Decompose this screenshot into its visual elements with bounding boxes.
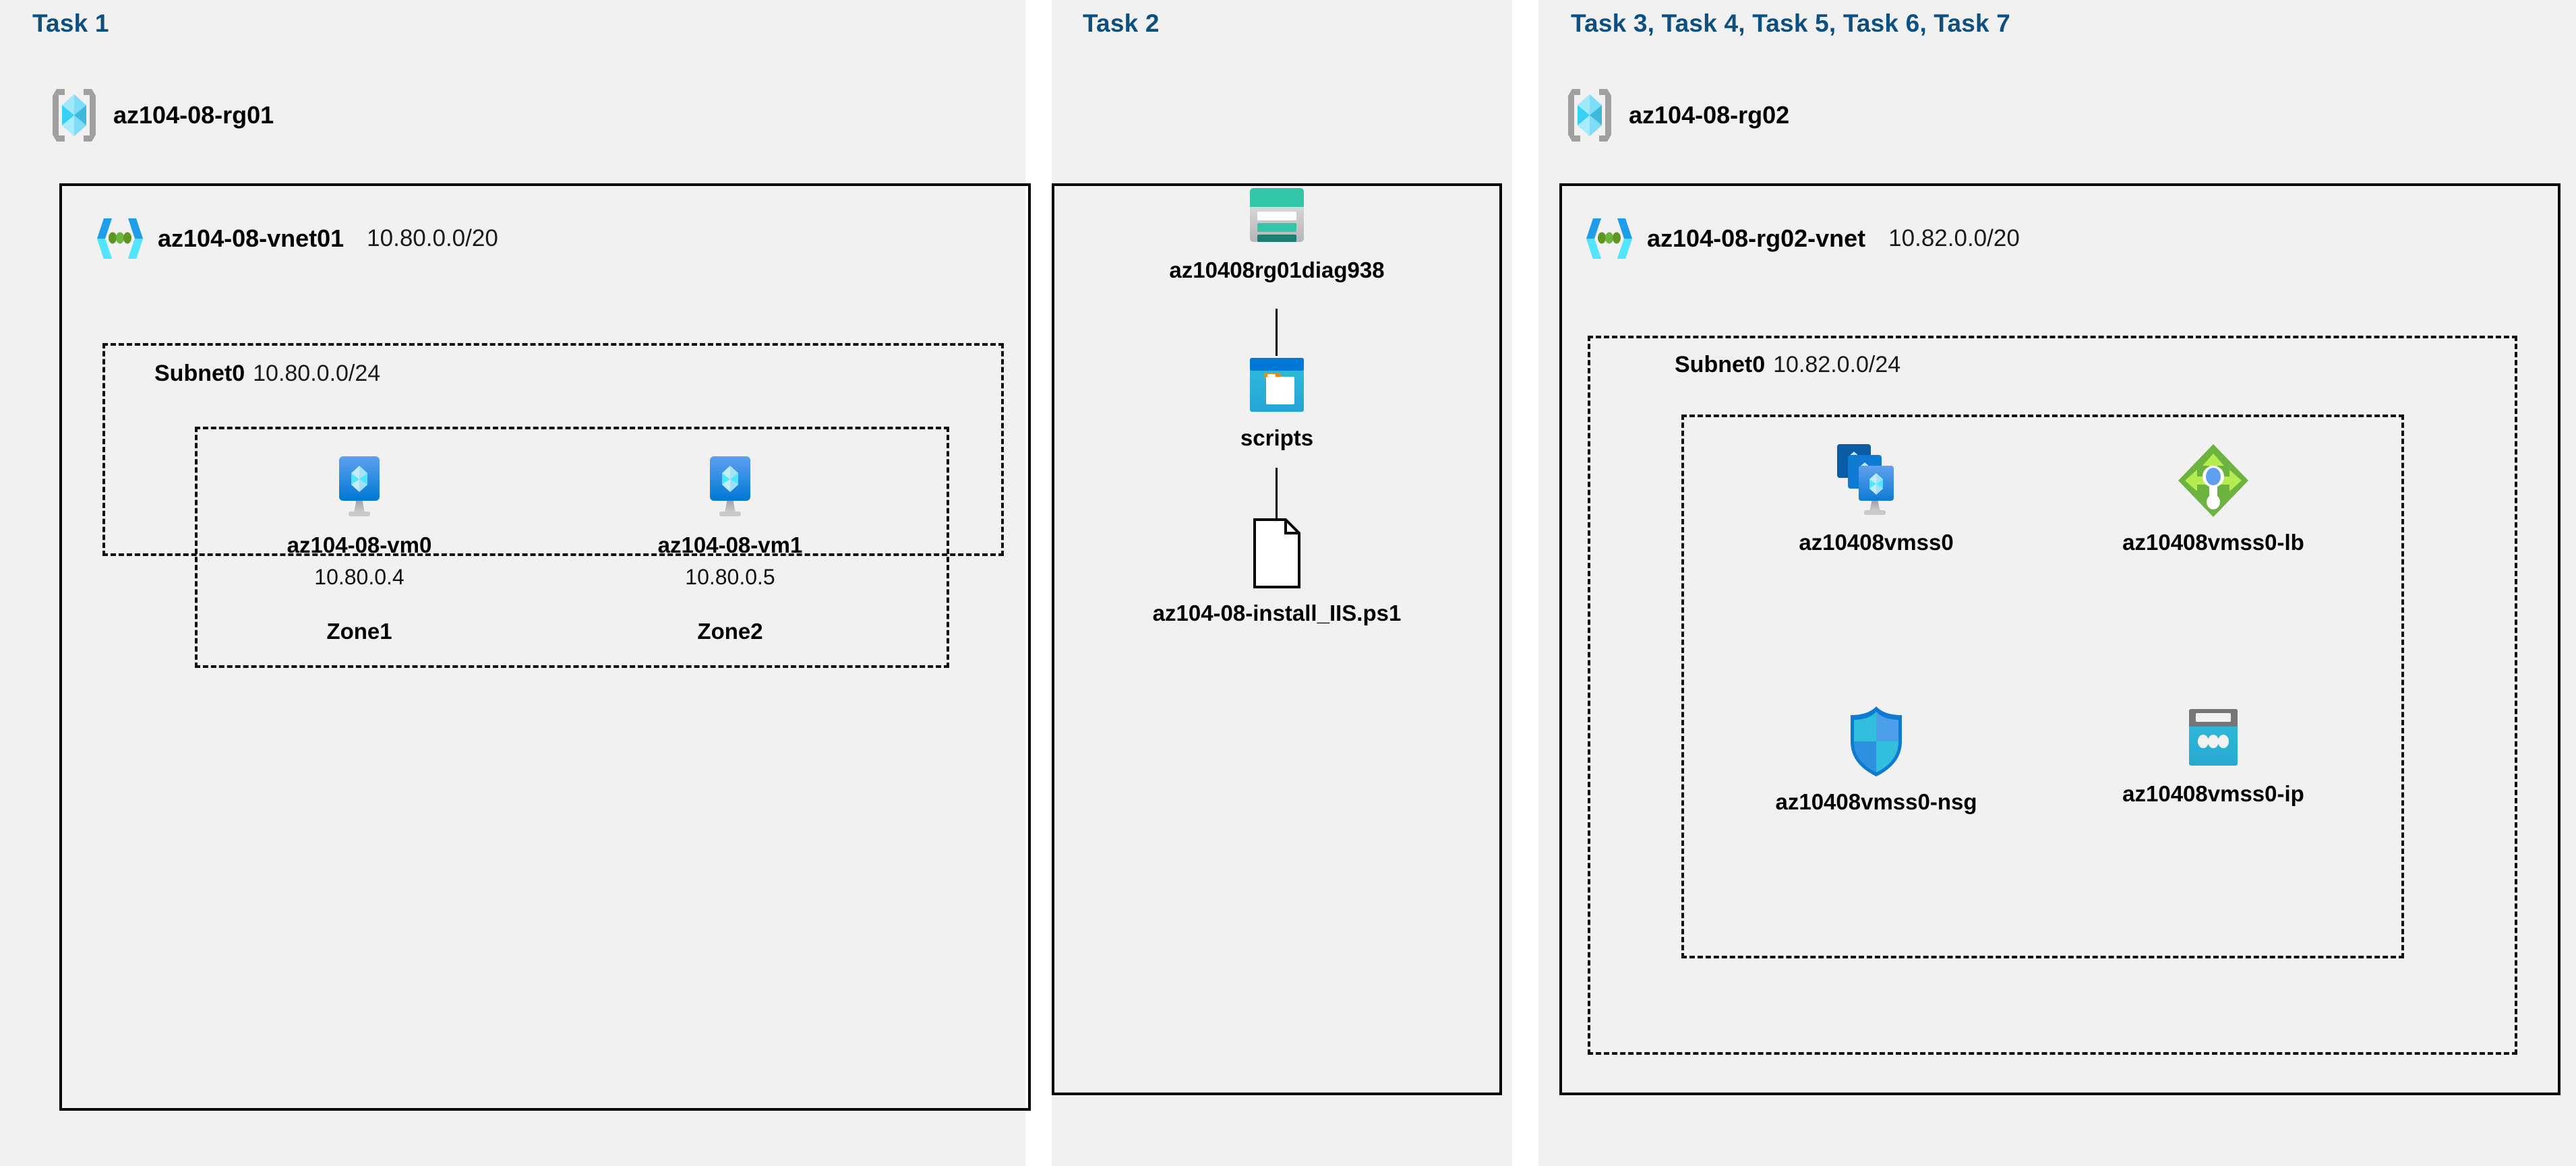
subnet0-boundary: Subnet0 10.80.0.0/24 [102, 343, 1004, 668]
vm-zone: Zone1 [326, 618, 392, 644]
container-name: scripts [1240, 425, 1314, 450]
vm-node-0: az104-08-vm0 10.80.0.4 Zone1 [248, 450, 471, 644]
subnet0-boundary: Subnet0 10.82.0.0/24 [1588, 336, 2517, 1055]
resource-group-icon [1565, 86, 1614, 144]
load-balancer-node: az10408vmss0-lb [2092, 441, 2335, 556]
public-ip-name: az10408vmss0-ip [2122, 781, 2304, 806]
subnet0-name: Subnet0 [154, 361, 245, 386]
virtual-machine-icon [323, 450, 396, 522]
vnet01-name: az104-08-vnet01 [158, 224, 345, 252]
task1-panel [0, 0, 1025, 1166]
task1-label: Task 1 [32, 9, 109, 37]
task3-7-label: Task 3, Task 4, Task 5, Task 6, Task 7 [1571, 9, 2011, 37]
vm-node-1: az104-08-vm1 10.80.0.5 Zone2 [619, 450, 841, 644]
vm-name: az104-08-vm0 [287, 532, 432, 557]
task2-boundary: az10408rg01diag938 scripts [1052, 183, 1502, 1095]
vm-name: az104-08-vm1 [657, 532, 803, 557]
connector-storage-to-container [1276, 309, 1278, 356]
resource-group-rg02: az104-08-rg02 [1565, 86, 1789, 144]
resource-group-name: az104-08-rg01 [113, 101, 274, 129]
blob-container-node: scripts [1179, 355, 1375, 452]
subnet0-cidr: 10.80.0.0/24 [253, 361, 381, 386]
vmss-node: az10408vmss0 [1755, 441, 1998, 556]
vnet01-cidr: 10.80.0.0/20 [367, 225, 498, 251]
virtual-machine-icon [694, 450, 767, 522]
vnet02-name: az104-08-rg02-vnet [1647, 224, 1866, 252]
vnet02-header: az104-08-rg02-vnet 10.82.0.0/20 [1585, 214, 2020, 263]
public-ip-node: az10408vmss0-ip [2089, 704, 2338, 807]
vnet01-header: az104-08-vnet01 10.80.0.0/20 [96, 214, 498, 263]
load-balancer-icon [2173, 441, 2254, 520]
blob-container-icon [1247, 355, 1307, 415]
network-security-group-icon [1843, 704, 1910, 779]
vm-scale-set-icon [1833, 441, 1919, 520]
storage-account-node: az10408rg01diag938 [1142, 183, 1412, 284]
subnet0-title: Subnet0 10.80.0.0/24 [154, 361, 380, 387]
virtual-network-icon [1585, 214, 1634, 263]
subnet0-cidr: 10.82.0.0/24 [1773, 352, 1901, 377]
subnet0-name: Subnet0 [1675, 352, 1766, 377]
vnet01-boundary: az104-08-vnet01 10.80.0.0/20 Subnet0 10.8… [59, 183, 1031, 1111]
vm-ip: 10.80.0.5 [685, 565, 775, 590]
resource-group-rg01: az104-08-rg01 [50, 86, 274, 144]
script-file-name: az104-08-install_IIS.ps1 [1152, 601, 1402, 625]
vnet02-cidr: 10.82.0.0/20 [1888, 225, 2020, 251]
nsg-name: az10408vmss0-nsg [1775, 789, 1977, 814]
vm-zone: Zone2 [697, 618, 763, 644]
vmss-name: az10408vmss0 [1799, 530, 1954, 555]
resource-group-icon [50, 86, 98, 144]
script-file-node: az104-08-install_IIS.ps1 [1129, 516, 1425, 627]
storage-account-icon [1245, 183, 1309, 247]
vnet02-boundary: az104-08-rg02-vnet 10.82.0.0/20 Subnet0 1… [1559, 183, 2560, 1095]
vm-group-boundary: az104-08-vm0 10.80.0.4 Zone1 [195, 427, 949, 668]
resource-group-name: az104-08-rg02 [1629, 101, 1790, 129]
file-icon [1247, 516, 1307, 590]
storage-account-name: az10408rg01diag938 [1169, 257, 1385, 282]
subnet0-title: Subnet0 10.82.0.0/24 [1675, 352, 1900, 378]
vm-ip: 10.80.0.4 [314, 565, 405, 590]
public-ip-address-icon [2180, 704, 2247, 771]
virtual-network-icon [96, 214, 144, 263]
nsg-node: az10408vmss0-nsg [1741, 704, 2011, 816]
connector-container-to-file [1276, 468, 1278, 520]
task2-label: Task 2 [1083, 9, 1160, 37]
resource-group-boundary: az10408vmss0 [1681, 415, 2404, 958]
load-balancer-name: az10408vmss0-lb [2122, 530, 2304, 555]
